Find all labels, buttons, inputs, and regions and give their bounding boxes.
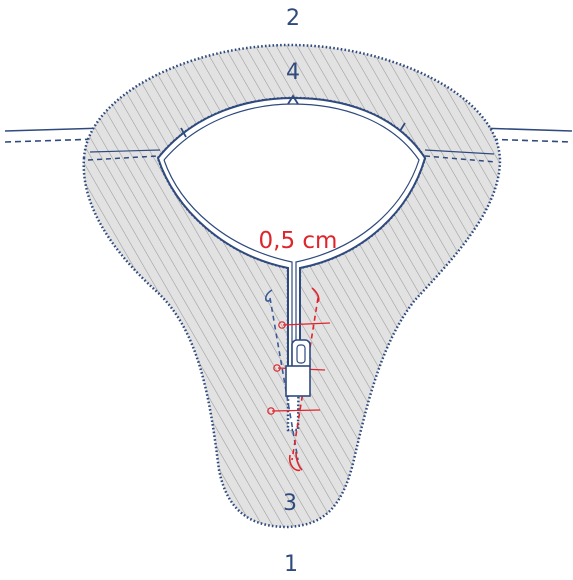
label-neck-mark: 4: [286, 60, 300, 85]
label-measurement: 0,5 cm: [258, 228, 338, 254]
label-bottom: 1: [284, 552, 298, 577]
label-bottom-inner: 3: [283, 491, 297, 516]
neck-opening-outline: [156, 96, 427, 376]
fabric-body: [82, 43, 502, 529]
label-top: 2: [286, 6, 300, 31]
neck-opening-inner-line: [163, 103, 420, 375]
zipper-pull-icon: [285, 339, 311, 397]
notch-marks: [180, 94, 406, 138]
shoulder-seams: [87, 149, 497, 163]
blue-stitch-line: [264, 289, 299, 461]
